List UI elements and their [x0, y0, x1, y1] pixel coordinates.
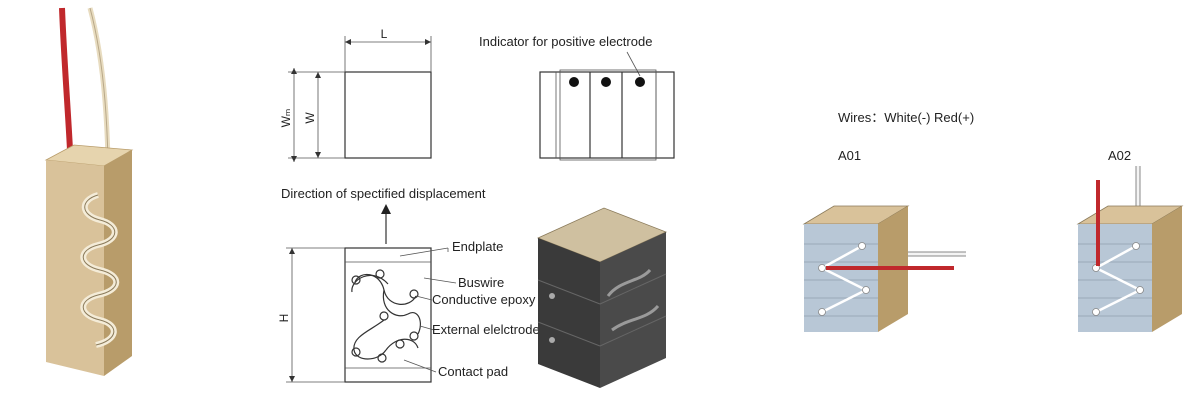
actuator-photo [44, 7, 134, 376]
block-a01 [802, 205, 966, 332]
dimension-length: L [381, 27, 388, 41]
electrode-dot-2 [601, 77, 611, 87]
label-variant-a02: A02 [1108, 148, 1131, 163]
label-contact-pad: Contact pad [438, 364, 508, 379]
dimension-width: W [303, 112, 317, 124]
label-indicator: Indicator for positive electrode [479, 34, 652, 49]
electrode-indicator-drawing: Indicator for positive electrode [479, 34, 675, 161]
top-view-drawing: L W Wₘ [279, 27, 432, 162]
label-endplate: Endplate [452, 239, 503, 254]
block-left-face [538, 238, 600, 388]
label-variant-a01: A01 [838, 148, 861, 163]
top-view-square [344, 71, 432, 159]
label-conductive-epoxy: Conductive epoxy [432, 292, 536, 307]
label-direction: Direction of spectified displacement [281, 186, 486, 201]
label-external-electrode: External elelctrode [432, 322, 540, 337]
red-wire [59, 7, 73, 151]
label-wires: Wires：White(-) Red(+) [838, 110, 974, 125]
dimension-width-max: Wₘ [279, 109, 293, 128]
dimension-height: H [277, 314, 291, 323]
electrode-dot-1 [569, 77, 579, 87]
direction-annotation: Direction of spectified displacement [281, 186, 486, 244]
cross-section-drawing: H Endplate Buswire Conductive epoxy Exte… [277, 239, 540, 383]
block-a02 [1076, 166, 1184, 332]
arrow-up-icon [381, 204, 391, 214]
stacked-block-3d [536, 207, 668, 388]
label-buswire: Buswire [458, 275, 504, 290]
actuator-side [104, 150, 132, 376]
electrode-dot-3 [635, 77, 645, 87]
